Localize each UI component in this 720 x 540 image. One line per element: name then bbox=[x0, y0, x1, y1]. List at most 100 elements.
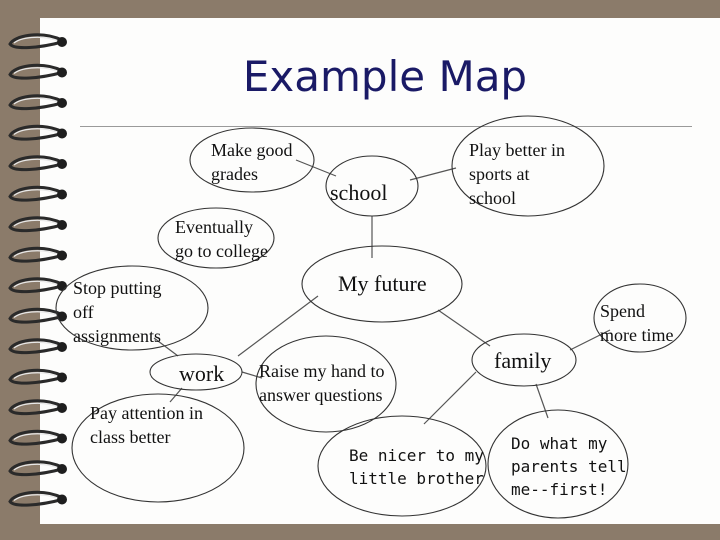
binding-hole bbox=[57, 494, 67, 505]
node-work-outline bbox=[149, 353, 243, 391]
node-pay-attention-line2: class better bbox=[90, 427, 171, 447]
connector-work-raise bbox=[241, 371, 263, 379]
node-raise-hand-line1: Raise my hand to bbox=[259, 361, 385, 381]
node-family-outline bbox=[471, 333, 577, 387]
connector-future-family bbox=[437, 309, 491, 347]
binding-ring-highlight bbox=[13, 433, 59, 440]
binding-ring bbox=[8, 216, 63, 233]
node-spend-more-time-line1: Spend bbox=[600, 301, 645, 321]
binding-hole bbox=[57, 67, 67, 78]
node-raise-hand-outline bbox=[255, 335, 397, 433]
binding-ring-highlight bbox=[13, 341, 59, 349]
node-stop-putting-outline bbox=[55, 265, 209, 351]
binding-ring bbox=[8, 429, 63, 446]
connector-future-work bbox=[237, 295, 319, 357]
node-pay-attention-line1: Pay attention in bbox=[90, 403, 203, 423]
connector-school-grades bbox=[295, 159, 337, 177]
binding-hole bbox=[57, 464, 67, 474]
binding-hole bbox=[57, 250, 67, 261]
binding-ring-highlight bbox=[13, 189, 59, 196]
binding-hole bbox=[57, 37, 67, 47]
binding-ring-highlight bbox=[13, 67, 59, 74]
node-spend-more-time-line2: more time bbox=[600, 325, 674, 345]
binding-ring-highlight bbox=[13, 494, 59, 501]
binding-ring bbox=[8, 63, 63, 80]
page-title: Example Map bbox=[242, 52, 528, 101]
node-college-line1: Eventually bbox=[175, 217, 253, 237]
binding-ring-highlight bbox=[13, 36, 59, 44]
binding-hole bbox=[57, 372, 67, 383]
node-play-better-line3: school bbox=[469, 188, 516, 208]
binding-ring-highlight bbox=[13, 311, 59, 318]
node-school-outline bbox=[325, 155, 419, 217]
node-do-what-line3: me--first! bbox=[511, 480, 608, 499]
node-be-nicer-outline bbox=[317, 415, 487, 517]
node-spend-more-time-outline bbox=[593, 283, 687, 353]
node-spend-more-time: Spend more time bbox=[600, 299, 673, 347]
node-make-good-grades-outline bbox=[189, 127, 315, 193]
binding-ring bbox=[8, 399, 63, 416]
binding-hole bbox=[57, 98, 67, 108]
connector-family-nicer bbox=[423, 371, 477, 425]
binding-hole bbox=[57, 128, 67, 139]
node-do-what-line1: Do what my bbox=[511, 434, 608, 453]
binding-ring bbox=[8, 460, 63, 477]
node-play-better-line1: Play better in bbox=[469, 140, 565, 160]
node-school: school bbox=[330, 180, 388, 205]
node-make-good-grades-line2: grades bbox=[211, 164, 258, 184]
connector-school-sports bbox=[409, 167, 457, 181]
node-be-nicer-line1: Be nicer to my bbox=[349, 446, 484, 465]
node-college-line2: go to college bbox=[175, 241, 268, 261]
node-play-better-outline bbox=[451, 115, 605, 217]
binding-ring-highlight bbox=[13, 128, 59, 135]
binding-hole bbox=[57, 220, 67, 230]
binding-ring bbox=[8, 185, 63, 202]
spiral-binding bbox=[8, 33, 67, 507]
notebook-page bbox=[40, 18, 720, 524]
node-my-future: My future bbox=[338, 271, 427, 296]
node-be-nicer-line2: little brother bbox=[349, 469, 484, 488]
node-do-what-line2: parents tell bbox=[511, 457, 627, 476]
binding-ring bbox=[8, 338, 63, 355]
node-college-outline bbox=[157, 207, 275, 269]
binding-ring bbox=[8, 307, 63, 324]
connector-work-stop bbox=[153, 337, 179, 357]
binding-hole bbox=[57, 311, 67, 322]
binding-hole bbox=[57, 433, 67, 444]
binding-ring-highlight bbox=[13, 97, 59, 105]
node-raise-hand-line2: answer questions bbox=[259, 385, 383, 405]
node-play-better-line2: sports at bbox=[469, 164, 530, 184]
node-family: family bbox=[494, 348, 552, 373]
node-raise-hand: Raise my hand to answer questions bbox=[259, 359, 384, 407]
node-college: Eventually go to college bbox=[175, 215, 268, 263]
binding-ring-highlight bbox=[13, 158, 59, 166]
node-play-better: Play better in sports at school bbox=[469, 138, 565, 210]
connector-family-spend bbox=[569, 329, 611, 351]
node-stop-putting: Stop putting off assignments bbox=[73, 276, 162, 348]
binding-hole bbox=[57, 403, 67, 413]
node-do-what: Do what my parents tell me--first! bbox=[511, 432, 627, 501]
node-make-good-grades: Make good grades bbox=[211, 138, 292, 186]
binding-ring-highlight bbox=[13, 219, 59, 227]
binding-ring bbox=[8, 490, 63, 507]
binding-ring-highlight bbox=[13, 463, 59, 471]
binding-ring-highlight bbox=[13, 372, 59, 379]
binding-hole bbox=[57, 189, 67, 200]
binding-ring-highlight bbox=[13, 402, 59, 410]
node-make-good-grades-line1: Make good bbox=[211, 140, 293, 160]
binding-ring bbox=[8, 124, 63, 141]
binding-ring bbox=[8, 246, 63, 263]
binding-ring bbox=[8, 155, 63, 172]
node-be-nicer: Be nicer to my little brother bbox=[349, 444, 484, 490]
node-do-what-outline bbox=[487, 409, 629, 519]
node-stop-putting-line1: Stop putting bbox=[73, 278, 162, 298]
node-work: work bbox=[179, 361, 225, 386]
node-pay-attention-outline bbox=[71, 393, 245, 503]
node-stop-putting-line2: off bbox=[73, 302, 94, 322]
node-stop-putting-line3: assignments bbox=[73, 326, 161, 346]
binding-ring bbox=[8, 368, 63, 385]
binding-hole bbox=[57, 342, 67, 352]
node-my-future-outline bbox=[301, 245, 463, 323]
node-pay-attention: Pay attention in class better bbox=[90, 401, 203, 449]
